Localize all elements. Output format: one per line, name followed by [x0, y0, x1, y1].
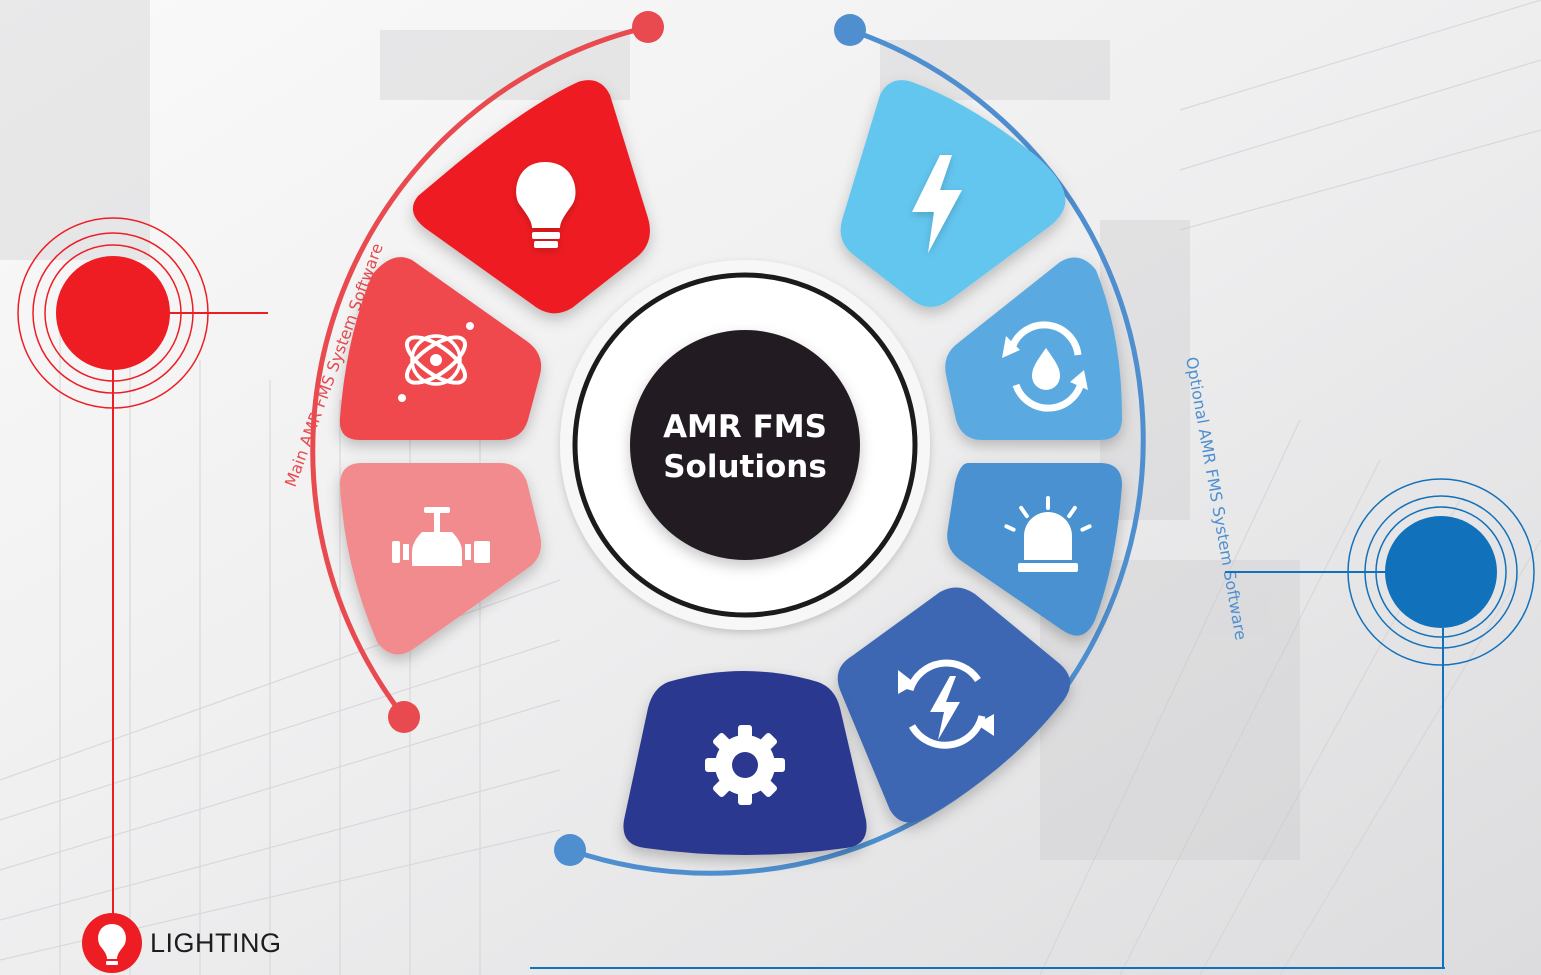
center-title-line1: AMR FMS — [663, 409, 827, 445]
main-callout-node — [17, 217, 268, 915]
gear-icon — [705, 725, 785, 805]
alarm-siren-icon — [1004, 496, 1092, 572]
optional-arc-end-dot — [554, 834, 586, 866]
center-hub: AMR FMS Solutions — [560, 260, 930, 630]
optional-arc-start-dot — [834, 14, 866, 46]
segment-atom[interactable] — [339, 257, 542, 440]
main-arc-end-dot — [388, 701, 420, 733]
optional-arc — [554, 14, 1146, 876]
optional-callout-node — [530, 478, 1535, 969]
water-recycle-icon — [1002, 321, 1088, 412]
main-arc — [310, 11, 664, 733]
valve-icon — [392, 507, 490, 566]
lightning-icon — [912, 155, 962, 253]
main-arc-start-dot — [632, 11, 664, 43]
atom-icon — [398, 322, 474, 402]
legend-lighting-label: LIGHTING — [150, 928, 282, 958]
legend-lightbulb-icon — [82, 913, 142, 973]
lightbulb-icon — [516, 162, 576, 248]
center-title-line2: Solutions — [663, 449, 827, 485]
energy-recycle-icon — [898, 659, 994, 749]
